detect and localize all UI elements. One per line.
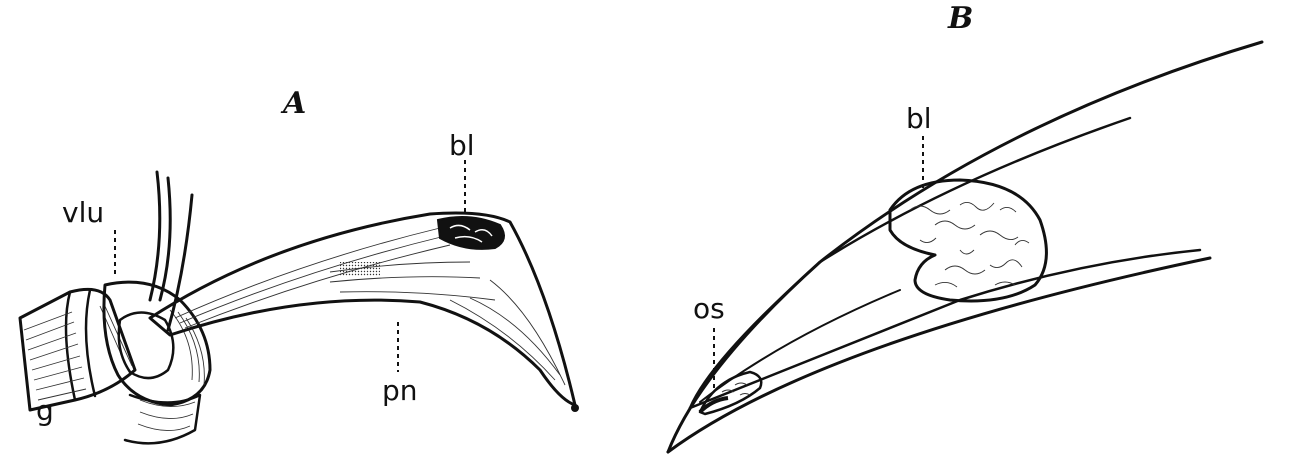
- claw-body: [150, 213, 579, 412]
- panel-b-label: B: [947, 1, 973, 36]
- label-pn: pn: [382, 374, 418, 407]
- label-bl-a: bl: [449, 129, 475, 162]
- label-vlu: vlu: [62, 196, 104, 229]
- claw-shading: [340, 262, 380, 276]
- bladder-texture: [910, 202, 1029, 287]
- claw-blotch: [438, 217, 504, 249]
- claw-hatching: [175, 228, 565, 385]
- label-os: os: [693, 292, 725, 325]
- joint-socket: [104, 282, 210, 443]
- panel-a: A: [20, 86, 579, 443]
- label-g: g: [36, 394, 54, 427]
- inner-canal: [690, 118, 1200, 408]
- label-bl-b: bl: [906, 102, 932, 135]
- panel-b: B: [668, 1, 1262, 452]
- panel-a-label: A: [280, 86, 306, 121]
- basal-segment: [20, 289, 135, 410]
